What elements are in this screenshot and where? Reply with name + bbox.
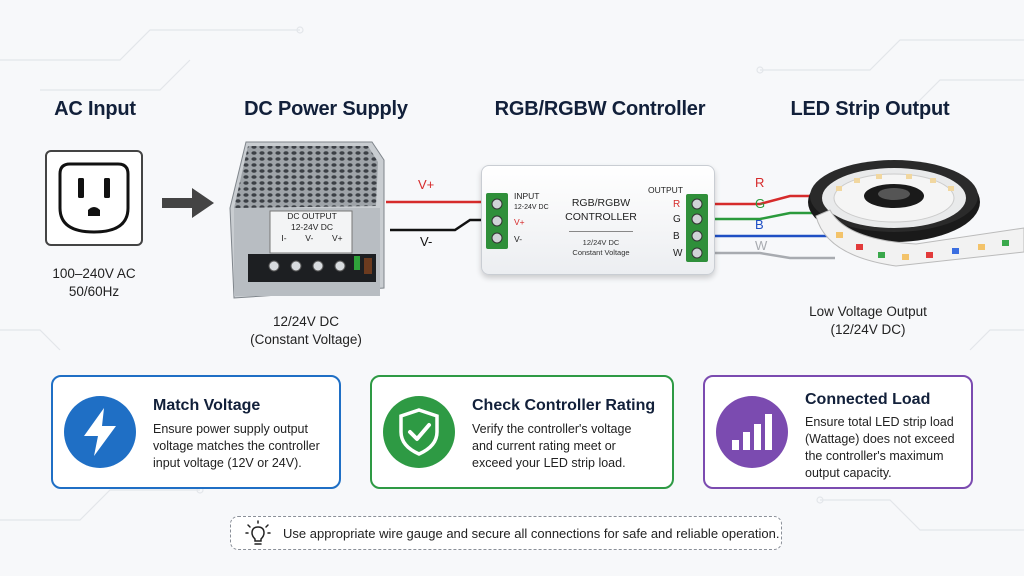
controller-out-w: W	[673, 248, 683, 259]
w-wire	[705, 251, 835, 260]
input-terminal-block	[486, 193, 508, 249]
psu-caption: 12/24V DC (Constant Voltage)	[250, 314, 362, 347]
controller-input-neg: V-	[514, 234, 523, 244]
dc-power-supply-title: DC Power Supply	[244, 98, 408, 120]
controller-input-spec: 12-24V DC	[514, 204, 549, 211]
controller-out-g: G	[673, 214, 681, 225]
controller-title: RGB/RGBW Controller	[494, 98, 706, 120]
psu-label: DC OUTPUT 12-24V DC I- V- V+	[281, 211, 343, 243]
arrow-right-icon	[162, 188, 214, 218]
bar-chart-icon	[716, 396, 788, 468]
psu-terminal-2: V-	[305, 233, 314, 243]
b-wire-label: B	[755, 217, 764, 232]
output-terminal-block	[686, 194, 708, 262]
lightbulb-icon	[245, 520, 271, 545]
controller-out-b: B	[673, 231, 680, 242]
controller-input-pos: V+	[514, 217, 525, 227]
led-strip-reel	[808, 160, 1024, 267]
card-body: Ensure total LED strip load (Wattage) do…	[805, 415, 955, 480]
led-strip-title: LED Strip Output	[790, 98, 950, 120]
card-title: Check Controller Rating	[472, 397, 656, 414]
lightning-bolt-icon	[64, 396, 136, 468]
card-title: Connected Load	[805, 391, 931, 408]
card-body: Verify the controller's voltage and curr…	[472, 422, 632, 470]
outlet-icon	[58, 162, 130, 234]
card-title: Match Voltage	[153, 397, 261, 414]
connected-load-card: Connected Load Ensure total LED strip lo…	[703, 375, 973, 489]
card-body: Ensure power supply output voltage match…	[153, 422, 320, 470]
rgb-controller	[481, 165, 715, 275]
ac-outlet	[45, 150, 143, 246]
tip-text: Use appropriate wire gauge and secure al…	[283, 526, 780, 541]
w-wire-label: W	[755, 238, 768, 253]
tip-banner: Use appropriate wire gauge and secure al…	[230, 516, 782, 550]
positive-wire-label: V+	[418, 177, 435, 192]
power-supply-unit	[229, 141, 385, 299]
led-strip-caption: Low Voltage Output (12/24V DC)	[809, 304, 927, 337]
r-wire-label: R	[755, 175, 765, 190]
controller-output-label: OUTPUT	[648, 185, 683, 195]
negative-wire-label: V-	[420, 234, 433, 249]
controller-out-r: R	[673, 199, 681, 210]
shield-check-icon	[383, 396, 455, 468]
ac-input-caption: 100–240V AC 50/60Hz	[52, 266, 136, 299]
controller-nameplate: RGB/RGBW CONTROLLER 12/24V DC Constant V…	[565, 197, 637, 257]
match-voltage-card: Match Voltage Ensure power supply output…	[51, 375, 341, 489]
ac-input-title: AC Input	[54, 98, 136, 120]
psu-terminal-1: I-	[281, 233, 287, 243]
controller-input-label: INPUT	[514, 191, 540, 201]
negative-wire	[390, 218, 494, 232]
psu-terminal-3: V+	[331, 233, 343, 243]
check-controller-rating-card: Check Controller Rating Verify the contr…	[370, 375, 674, 489]
g-wire-label: G	[755, 196, 766, 211]
